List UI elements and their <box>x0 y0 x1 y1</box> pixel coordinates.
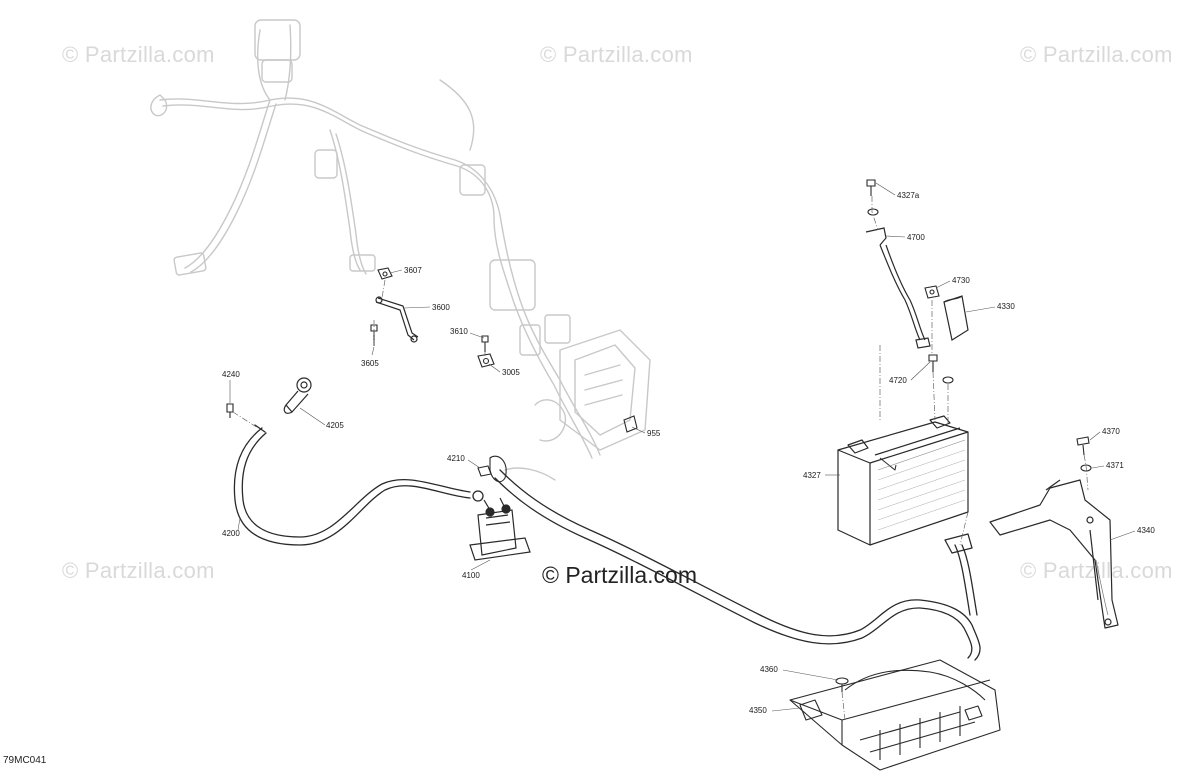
cable-4210-main <box>494 469 981 661</box>
callout-4100: 4100 <box>462 571 480 580</box>
fastener-4360 <box>835 677 849 692</box>
callout-4330: 4330 <box>997 302 1015 311</box>
nut-4210 <box>477 455 507 483</box>
callout-955: 955 <box>647 429 661 438</box>
cable-4200 <box>233 424 484 546</box>
bolt-4720 <box>928 354 954 384</box>
callout-3610: 3610 <box>450 327 468 336</box>
callout-4700: 4700 <box>907 233 925 242</box>
callout-4730: 4730 <box>952 276 970 285</box>
ghost-wiring-harness <box>150 19 651 481</box>
watermark-center: © Partzilla.com <box>542 562 697 588</box>
watermark-top-center: © Partzilla.com <box>540 42 693 67</box>
callout-4350: 4350 <box>749 706 767 715</box>
callout-4205: 4205 <box>326 421 344 430</box>
cable-end-4205 <box>283 377 312 414</box>
figure-reference-code: 79MC041 <box>3 755 47 766</box>
connector-955 <box>623 415 638 433</box>
callout-4200: 4200 <box>222 529 240 538</box>
bolt-4370 <box>1076 436 1090 456</box>
callout-4327a: 4327a <box>897 191 920 200</box>
nut-3607 <box>377 267 393 280</box>
callout-4327: 4327 <box>803 471 821 480</box>
callout-labels: 3607 3600 3610 3605 3005 4240 4205 955 4… <box>222 191 1155 715</box>
watermark-bottom-left: © Partzilla.com <box>62 558 215 583</box>
terminal-cover-4330 <box>943 295 969 341</box>
alignment-lines <box>232 196 1089 721</box>
washer-4371 <box>1080 464 1092 472</box>
leader-lines <box>229 182 1136 712</box>
bolt-3610 <box>481 335 489 352</box>
battery-4327 <box>837 415 969 546</box>
watermark-top-right: © Partzilla.com <box>1020 42 1173 67</box>
callout-4340: 4340 <box>1137 526 1155 535</box>
screw-4327a <box>866 179 879 216</box>
ground-strap-3600 <box>375 296 419 343</box>
callout-3605: 3605 <box>361 359 379 368</box>
callout-3005: 3005 <box>502 368 520 377</box>
callout-4720: 4720 <box>889 376 907 385</box>
battery-tray-4350 <box>789 659 1001 771</box>
callout-4360: 4360 <box>760 665 778 674</box>
cable-4700 <box>865 227 931 349</box>
callout-3600: 3600 <box>432 303 450 312</box>
watermark-top-left: © Partzilla.com <box>62 42 215 67</box>
bracket-4340 <box>989 479 1119 629</box>
callout-4370: 4370 <box>1102 427 1120 436</box>
callout-4210: 4210 <box>447 454 465 463</box>
nut-4730 <box>924 285 940 299</box>
solenoid-4100 <box>469 497 531 561</box>
callout-4371: 4371 <box>1106 461 1124 470</box>
callout-3607: 3607 <box>404 266 422 275</box>
callout-4240: 4240 <box>222 370 240 379</box>
nut-3005 <box>477 353 495 368</box>
screw-4240 <box>226 403 234 418</box>
